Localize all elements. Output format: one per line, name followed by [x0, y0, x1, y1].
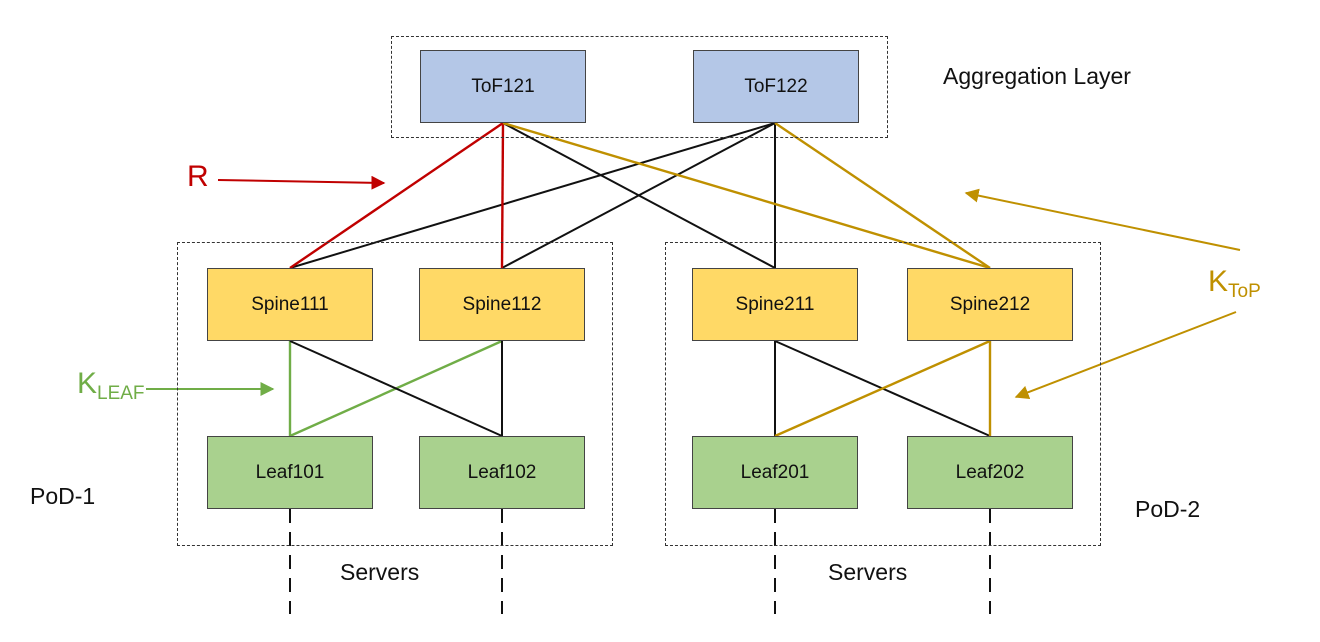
k-leaf-main: K — [77, 367, 98, 400]
link-spine111-leaf102 — [289, 340, 503, 437]
link-spine212-leaf201 — [774, 339, 991, 438]
pod-1-label: PoD-1 — [30, 483, 96, 509]
link-tof121-spine112 — [500, 122, 505, 269]
k-top-annotation: KToP — [1208, 265, 1261, 303]
spine-node-212[interactable]: Spine212 — [907, 268, 1073, 341]
pod-2-label: PoD-2 — [1135, 496, 1201, 522]
leaf-node-102[interactable]: Leaf102 — [419, 436, 585, 509]
leaf-node-202[interactable]: Leaf202 — [907, 436, 1073, 509]
spine-node-111[interactable]: Spine111 — [207, 268, 373, 341]
pod-1-group-box — [177, 242, 613, 546]
leaf-node-101[interactable]: Leaf101 — [207, 436, 373, 509]
k-top-arrow-upper — [964, 188, 1241, 251]
tof-node-2[interactable]: ToF122 — [693, 50, 859, 123]
k-top-main: K — [1208, 265, 1229, 298]
tof-node-1[interactable]: ToF121 — [420, 50, 586, 123]
r-annotation-text: R — [187, 160, 209, 193]
spine-node-211[interactable]: Spine211 — [692, 268, 858, 341]
link-tof121-spine212 — [502, 121, 991, 270]
aggregation-group-box — [391, 36, 888, 138]
link-tof122-spine112 — [501, 122, 776, 269]
servers-label-pod-2: Servers — [828, 559, 908, 585]
link-tof122-spine212 — [774, 122, 991, 269]
spine-node-112[interactable]: Spine112 — [419, 268, 585, 341]
leaf-node-201[interactable]: Leaf201 — [692, 436, 858, 509]
aggregation-layer-label: Aggregation Layer — [943, 63, 1131, 89]
k-top-arrow-lower — [1014, 311, 1237, 399]
r-arrow — [217, 175, 386, 190]
link-tof122-spine111 — [289, 122, 776, 269]
k-leaf-sub: LEAF — [97, 383, 145, 404]
link-tof121-spine111 — [289, 122, 504, 269]
k-leaf-annotation: KLEAF — [77, 367, 145, 405]
servers-label-pod-1: Servers — [340, 559, 420, 585]
r-annotation: R — [187, 160, 209, 194]
pod-2-group-box — [665, 242, 1101, 546]
k-top-sub: ToP — [1228, 281, 1261, 302]
